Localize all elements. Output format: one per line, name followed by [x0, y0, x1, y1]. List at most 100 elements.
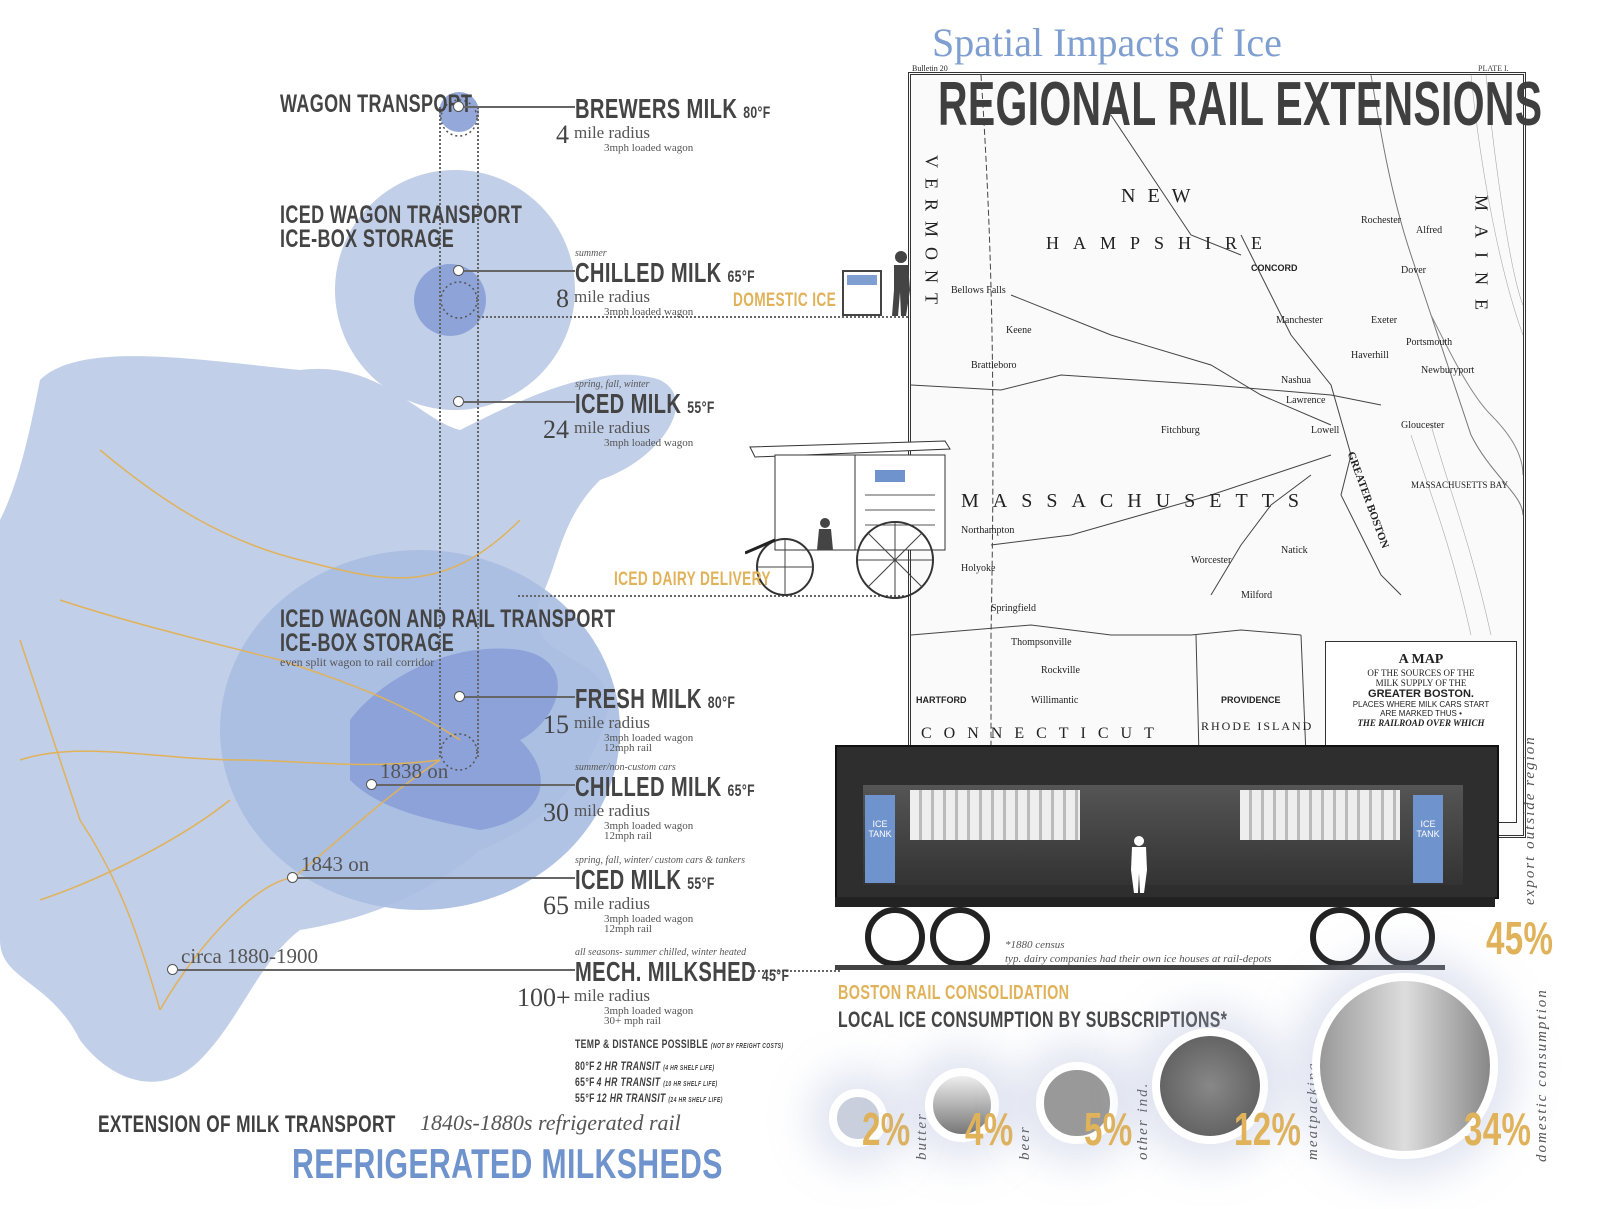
- map-state-rhode-island: RHODE ISLAND: [1201, 719, 1314, 733]
- map-plate: PLATE I.: [1478, 64, 1509, 73]
- consumption-percent-text: 5%: [1083, 1103, 1133, 1155]
- section-note: even split wagon to rail corridor: [280, 655, 435, 669]
- map-city: PROVIDENCE: [1221, 695, 1281, 705]
- iced-dairy-delivery-label: ICED DAIRY DELIVERY: [614, 569, 832, 591]
- milk-temp: 55°F: [687, 398, 715, 417]
- person-silhouette-icon: [892, 251, 910, 316]
- milk-name: ICED MILK: [575, 864, 682, 895]
- transit-time: 4 HR TRANSIT: [596, 1075, 661, 1089]
- map-city: Northampton: [961, 525, 1015, 536]
- entry-season: all seasons- summer chilled, winter heat…: [575, 947, 747, 958]
- bottom-title-italic: 1840s-1880s refrigerated rail: [420, 1110, 681, 1135]
- map-city: Thompsonville: [1011, 637, 1072, 648]
- ice-tank-label: ICE TANK: [1416, 819, 1440, 839]
- consumption-percent-text: 34%: [1464, 1103, 1532, 1155]
- ice-consumption-heading-text: LOCAL ICE CONSUMPTION BY SUBSCRIPTIONS*: [838, 1007, 1228, 1032]
- bottom-title-text: EXTENSION OF MILK TRANSPORT: [98, 1111, 396, 1138]
- radius-label: mile radius: [574, 287, 651, 306]
- consumption-percent: 4%: [965, 1106, 1032, 1164]
- export-label: export outside region: [1522, 735, 1538, 905]
- milk-name: FRESH MILK: [575, 683, 702, 714]
- consumption-label: beer: [1016, 1125, 1033, 1160]
- map-city: Nashua: [1281, 375, 1311, 386]
- refrigerated-milksheds-text: REFRIGERATED MILKSHEDS: [292, 1140, 723, 1187]
- consumption-percent: 34%: [1464, 1106, 1558, 1164]
- entry-season: summer: [575, 248, 607, 259]
- ice-tank-left: ICE TANK: [865, 795, 895, 883]
- consumption-label: other ind.: [1135, 1081, 1152, 1160]
- legend-line: OF THE SOURCES OF THE: [1367, 668, 1475, 678]
- consumption-percent-text: 4%: [965, 1103, 1014, 1155]
- main-title-text: REGIONAL RAIL EXTENSIONS: [938, 70, 1543, 139]
- temp-table-note: (NOT BY FREIGHT COSTS): [710, 1043, 784, 1050]
- radius-label: mile radius: [574, 713, 651, 732]
- map-state-hampshire: HAMPSHIRE: [1046, 233, 1277, 253]
- radius-value: 4: [556, 120, 569, 149]
- speed-note: 3mph loaded wagon: [604, 1005, 694, 1017]
- milk-type: BREWERS MILK 80°F: [575, 93, 847, 126]
- entry-season: spring, fall, winter: [575, 379, 650, 390]
- consumption-percent-text: 2%: [862, 1103, 911, 1155]
- map-city: Lowell: [1311, 425, 1340, 436]
- radius-value: 8: [556, 284, 569, 313]
- ice-consumption-heading: LOCAL ICE CONSUMPTION BY SUBSCRIPTIONS*: [838, 1007, 1379, 1032]
- dairy-delivery-connector: [518, 595, 908, 597]
- section-wagon-transport: WAGON TRANSPORT: [280, 92, 547, 117]
- radius-label: mile radius: [574, 986, 651, 1005]
- bottom-title: EXTENSION OF MILK TRANSPORT: [98, 1112, 512, 1138]
- timeline-marker: [453, 396, 464, 407]
- icebox-illustration: [842, 270, 882, 316]
- milk-name: MECH. MILKSHED: [575, 956, 756, 987]
- refrigerated-milksheds-title: REFRIGERATED MILKSHEDS: [292, 1142, 890, 1186]
- milk-type: ICED MILK 55°F: [575, 388, 769, 421]
- legend-line: GREATER BOSTON.: [1368, 688, 1474, 700]
- domestic-ice-text: DOMESTIC ICE: [733, 290, 837, 311]
- map-city: Gloucester: [1401, 420, 1445, 431]
- map-city: Natick: [1281, 545, 1308, 556]
- timeline-marker: [453, 101, 464, 112]
- map-city: Keene: [1006, 325, 1032, 336]
- consumption-bubble-domestic-consumption: [1312, 973, 1498, 1159]
- milk-name: ICED MILK: [575, 388, 682, 419]
- map-city: Fitchburg: [1161, 425, 1200, 436]
- legend-line: ARE MARKED THUS •: [1380, 709, 1462, 718]
- census-note-line: typ. dairy companies had their own ice h…: [1005, 953, 1272, 965]
- temp-value: 80°F: [575, 1059, 595, 1073]
- section-title: ICED WAGON TRANSPORT: [280, 201, 523, 229]
- domestic-ice-label: DOMESTIC ICE: [733, 290, 876, 312]
- milk-name: BREWERS MILK: [575, 93, 738, 124]
- transit-time: 12 HR TRANSIT: [596, 1091, 666, 1105]
- speed-note: 3mph loaded wagon: [604, 437, 694, 449]
- section-iced-wagon-rail: ICED WAGON AND RAIL TRANSPORT ICE-BOX ST…: [280, 607, 746, 670]
- timeline-marker: [453, 265, 464, 276]
- census-note: *1880 census typ. dairy companies had th…: [1005, 938, 1271, 966]
- ice-wagon-illustration: [745, 440, 951, 599]
- entry-season: summer/non-custom cars: [575, 762, 676, 773]
- boston-rail-heading-text: BOSTON RAIL CONSOLIDATION: [838, 982, 1070, 1004]
- map-city: Alfred: [1416, 225, 1443, 236]
- consumption-bubble-beer: [924, 1067, 1000, 1143]
- radius-value: 24: [543, 415, 569, 444]
- timeline-connector: [464, 270, 575, 272]
- map-massachusetts-bay: MASSACHUSETTS BAY: [1411, 480, 1508, 490]
- radius-label: mile radius: [574, 418, 651, 437]
- radius-value: 30: [543, 798, 569, 827]
- timeline-connector: [377, 784, 575, 786]
- milk-temp: 80°F: [707, 693, 736, 712]
- export-percent-text: 45%: [1486, 912, 1554, 964]
- map-city: Rochester: [1361, 215, 1401, 226]
- shelf-life: (24 HR SHELF LIFE): [668, 1097, 723, 1104]
- milk-type: CHILLED MILK 65°F: [575, 259, 825, 290]
- map-city: Milford: [1241, 590, 1273, 601]
- transit-time: 2 HR TRANSIT: [596, 1059, 661, 1073]
- map-city: CONCORD: [1251, 263, 1298, 273]
- milk-type: MECH. MILKSHED 45°F: [575, 956, 873, 989]
- milkshed-connector: [750, 970, 840, 972]
- radius-value: 65: [543, 891, 569, 920]
- speed-note: 3mph loaded wagon: [604, 142, 694, 154]
- map-city: Manchester: [1276, 315, 1323, 326]
- radius-value: 100+: [517, 983, 571, 1012]
